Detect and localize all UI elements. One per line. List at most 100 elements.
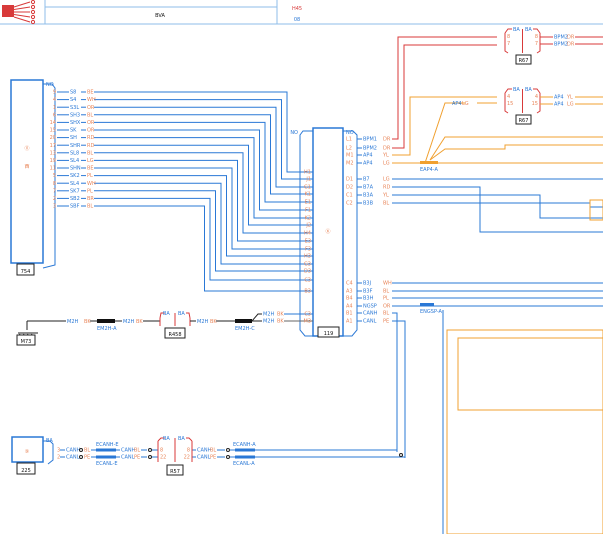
component-id: R458 bbox=[168, 332, 181, 338]
connector-offpage bbox=[589, 199, 603, 221]
wire-code: CANL bbox=[66, 455, 80, 461]
ba-label: BA bbox=[525, 87, 532, 93]
wire-color: RD bbox=[87, 135, 94, 141]
component-outline bbox=[457, 337, 603, 411]
connector-r67a bbox=[504, 33, 509, 54]
pin-label: H4 bbox=[304, 231, 311, 237]
splice-engsp-a bbox=[420, 303, 434, 306]
wire-color: PL bbox=[383, 296, 389, 302]
wire-color: BL bbox=[87, 150, 93, 156]
wire-color: LG bbox=[567, 102, 574, 108]
wire-code: CANH bbox=[66, 448, 81, 454]
pin-number: 15 bbox=[50, 128, 56, 134]
pin-label: B1 bbox=[346, 311, 353, 317]
wire bbox=[429, 144, 603, 161]
wire-SHN bbox=[94, 167, 313, 250]
no-label: NO bbox=[346, 130, 354, 136]
connector-r57 bbox=[186, 437, 193, 442]
twist-icon bbox=[399, 453, 403, 457]
ba-label: BA bbox=[525, 27, 532, 33]
wire-code: SB2 bbox=[70, 196, 80, 202]
wire-color: OR bbox=[87, 128, 95, 134]
pin-label: F3 bbox=[305, 247, 311, 253]
ba-label: BA bbox=[513, 87, 520, 93]
component-id-box bbox=[16, 462, 36, 475]
wire-color: BL bbox=[87, 204, 93, 210]
connector-logo-icon bbox=[13, 6, 31, 10]
wire-code: M2H bbox=[263, 312, 274, 318]
component-subtitle: 西 bbox=[24, 164, 29, 170]
wire-color: BL bbox=[210, 448, 216, 454]
wire-SBF bbox=[94, 205, 313, 292]
twist-icon bbox=[226, 455, 230, 459]
pin-label: M3 bbox=[304, 319, 312, 325]
wire-color: PE bbox=[84, 455, 90, 461]
component-id: M73 bbox=[21, 339, 32, 345]
wire-color: PL bbox=[87, 188, 93, 194]
pin-number: 14 bbox=[50, 120, 56, 126]
component-id-box bbox=[317, 326, 340, 338]
wire-color: BK bbox=[277, 319, 284, 325]
pin-label: A4 bbox=[346, 304, 353, 310]
wire-code: B3B bbox=[363, 201, 374, 207]
connector-r458 bbox=[186, 312, 191, 319]
wire-code: CANL bbox=[197, 455, 211, 461]
splice-la bbox=[235, 455, 255, 459]
splice-eap4-a bbox=[420, 161, 438, 164]
connector-logo-icon bbox=[30, 19, 36, 25]
wire-color: LG bbox=[383, 161, 390, 167]
pin-number: 15 bbox=[507, 101, 513, 107]
wire-code: B3H bbox=[363, 296, 374, 302]
wire-color: DR bbox=[383, 137, 391, 143]
wire-SB2 bbox=[94, 197, 313, 281]
wire-color: PE bbox=[134, 455, 140, 461]
connector-logo-icon bbox=[30, 0, 36, 5]
wire-color: BL bbox=[84, 448, 90, 454]
wire-color: BL bbox=[383, 311, 389, 317]
wire-color: OR bbox=[87, 105, 95, 111]
wire-color: RD bbox=[87, 143, 94, 149]
connector-r458 bbox=[159, 312, 165, 319]
pin-label: J1 bbox=[305, 177, 311, 183]
pin-number: 8 bbox=[160, 448, 163, 454]
wire-code: SL4 bbox=[70, 181, 79, 187]
pin-label: A1 bbox=[346, 319, 353, 325]
wire-code: SHX bbox=[70, 120, 81, 126]
wire-SHR bbox=[94, 144, 313, 226]
pin-label: A3 bbox=[346, 289, 353, 295]
twist-icon bbox=[79, 455, 83, 459]
bracket bbox=[43, 440, 54, 465]
splice-le bbox=[96, 455, 116, 459]
wire-code: BPM1 bbox=[363, 137, 377, 143]
splice-he bbox=[96, 448, 116, 452]
page-number: 08 bbox=[294, 17, 300, 23]
component-id-box bbox=[164, 327, 186, 339]
connector-logo-icon bbox=[13, 16, 31, 23]
wire-code: SL8 bbox=[70, 150, 79, 156]
wire-AP4-YL bbox=[392, 96, 497, 156]
page-code: H45 bbox=[292, 6, 302, 12]
wire-code: S8 bbox=[70, 90, 76, 96]
pin-number: 8 bbox=[187, 448, 190, 454]
wire-color: RD bbox=[383, 185, 390, 191]
wire-SK7 bbox=[94, 190, 313, 272]
component-225 bbox=[11, 436, 44, 463]
pin-label: D3 bbox=[304, 269, 311, 275]
wire-color: OR bbox=[87, 120, 95, 126]
twist-icon bbox=[226, 448, 230, 452]
connector-r67b bbox=[536, 93, 541, 114]
wire-color: BK bbox=[136, 319, 143, 325]
wire-color: DR bbox=[383, 146, 391, 152]
component-symbol: ⑪ bbox=[24, 145, 29, 152]
splice-em2h-c bbox=[235, 319, 252, 323]
twist-icon bbox=[148, 448, 152, 452]
pin-label: D2 bbox=[346, 185, 353, 191]
pin-number: 22 bbox=[160, 455, 166, 461]
component-id: R67 bbox=[519, 118, 529, 124]
bracket bbox=[343, 130, 358, 337]
pin-number: 22 bbox=[184, 455, 190, 461]
ba-label: BA bbox=[46, 438, 53, 444]
pin-number: 2 bbox=[53, 196, 56, 202]
wire-code: SBF bbox=[70, 204, 80, 210]
